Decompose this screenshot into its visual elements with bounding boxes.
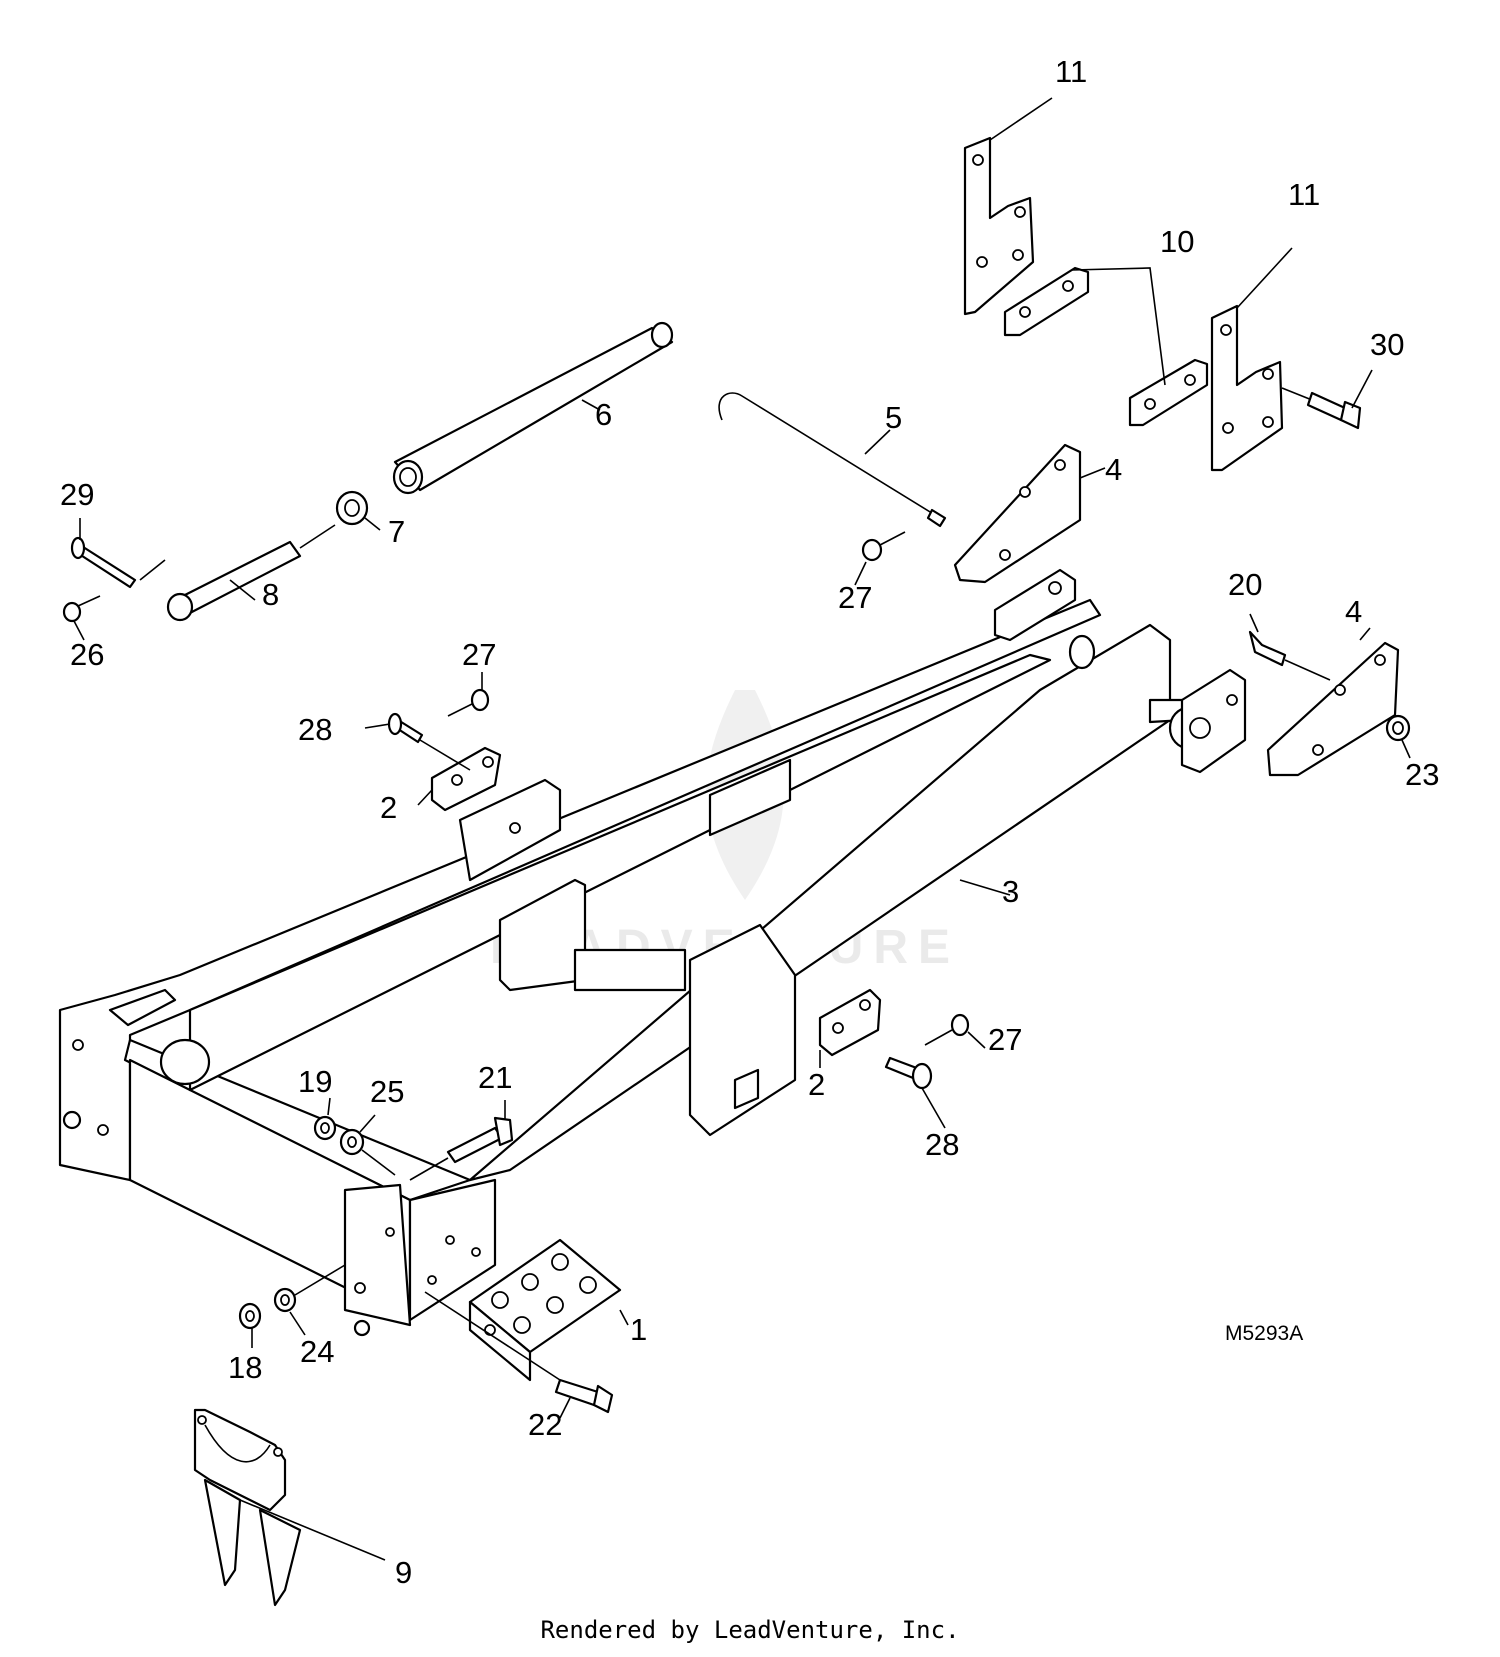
figure-code: M5293A xyxy=(1225,1322,1303,1345)
callout-8: 8 xyxy=(262,577,279,612)
footer-credit: Rendered by LeadVenture, Inc. xyxy=(540,1616,960,1644)
callout-26: 26 xyxy=(70,637,104,672)
part-24-washer xyxy=(273,1264,346,1336)
part-10-strap-plates xyxy=(1003,266,1209,427)
callout-1: 1 xyxy=(630,1312,647,1347)
part-28-pin-lower xyxy=(884,1056,946,1129)
callout-18: 18 xyxy=(228,1350,262,1385)
part-11-upper-plate xyxy=(963,97,1053,316)
part-29-clevis-pin xyxy=(70,518,166,589)
callout-5: 5 xyxy=(885,400,902,435)
callout-19: 19 xyxy=(298,1064,332,1099)
callout-23: 23 xyxy=(1405,757,1439,792)
callout-labels: 11 11 10 30 6 5 4 4 29 7 8 26 27 27 27 2… xyxy=(60,54,1439,1590)
callout-11-lower: 11 xyxy=(1288,177,1320,212)
part-27-hairpin-lower xyxy=(924,1013,986,1049)
callout-27-upper: 27 xyxy=(838,580,872,615)
callout-22: 22 xyxy=(528,1407,562,1442)
callout-2-upper: 2 xyxy=(380,790,397,825)
part-9-guard xyxy=(193,1408,386,1607)
callout-3: 3 xyxy=(1002,874,1019,909)
part-4-upper-plate xyxy=(953,443,1106,584)
part-3-frame xyxy=(58,568,1247,1337)
callout-10: 10 xyxy=(1160,224,1194,259)
part-28-pin-upper xyxy=(364,712,471,771)
callout-7: 7 xyxy=(388,514,405,549)
part-23-nut xyxy=(1385,714,1411,759)
part-5-rod xyxy=(718,392,947,528)
part-19-nut xyxy=(313,1097,337,1141)
callout-11-upper: 11 xyxy=(1055,54,1087,89)
part-30-bolt xyxy=(1281,369,1373,430)
callout-21: 21 xyxy=(478,1060,512,1095)
callout-24: 24 xyxy=(300,1334,334,1369)
callout-29: 29 xyxy=(60,477,94,512)
part-2-link-upper xyxy=(417,746,502,812)
part-20-bolt xyxy=(1248,613,1331,681)
part-27-hairpin-upper xyxy=(854,531,906,586)
callout-4-upper: 4 xyxy=(1105,452,1122,487)
callout-30: 30 xyxy=(1370,327,1404,362)
callout-2-lower: 2 xyxy=(808,1067,825,1102)
callout-6: 6 xyxy=(595,397,612,432)
callout-25: 25 xyxy=(370,1074,404,1109)
callout-20: 20 xyxy=(1228,567,1262,602)
part-27-hairpin-middle xyxy=(447,672,490,717)
part-2-link-lower xyxy=(818,988,882,1068)
callout-9: 9 xyxy=(395,1555,412,1590)
callout-4-lower: 4 xyxy=(1345,594,1362,629)
part-25-washer xyxy=(339,1114,396,1176)
callout-28-lower: 28 xyxy=(925,1127,959,1162)
part-18-nut xyxy=(238,1302,262,1348)
callout-28-upper: 28 xyxy=(298,712,332,747)
part-8-pin xyxy=(166,524,336,622)
part-7-bushing xyxy=(335,490,381,531)
part-21-bolt xyxy=(409,1100,514,1181)
callout-27-lower: 27 xyxy=(988,1022,1022,1057)
part-26-hairpin xyxy=(62,595,101,641)
part-22-bolt xyxy=(424,1291,614,1419)
callout-27-middle: 27 xyxy=(462,637,496,672)
part-4-lower-plate xyxy=(1266,627,1400,777)
part-6-tube xyxy=(392,321,674,495)
part-11-lower-plate xyxy=(1210,247,1293,472)
